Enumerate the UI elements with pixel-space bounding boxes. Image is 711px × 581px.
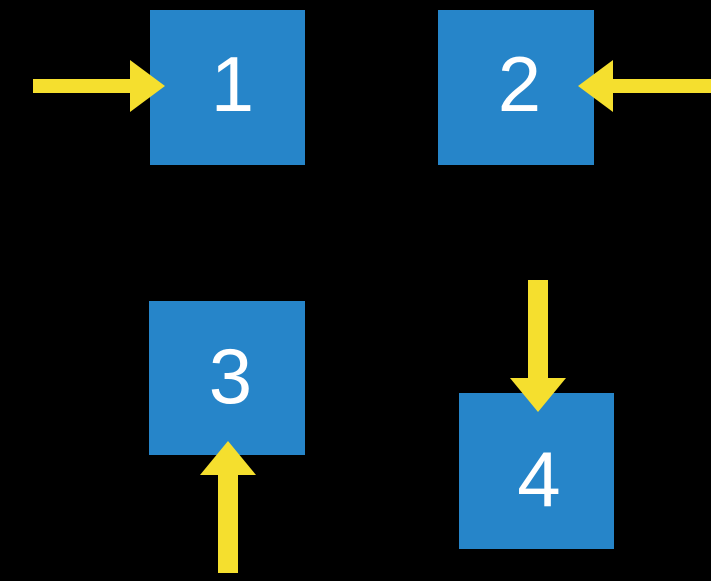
arrow-left-into-node-2 — [578, 60, 711, 112]
block-node-3-label: 3 — [208, 332, 253, 420]
arrow-right-icon — [33, 60, 165, 112]
block-node-3[interactable] — [149, 301, 305, 455]
block-node-2-label: 2 — [497, 40, 542, 128]
arrow-right-into-node-1 — [33, 60, 165, 112]
block-node-2[interactable] — [438, 10, 594, 165]
block-node-1-label: 1 — [210, 40, 255, 128]
block-node-1[interactable] — [150, 10, 305, 165]
block-node-4-label: 4 — [517, 435, 561, 523]
arrow-left-icon — [578, 60, 711, 112]
arrow-up-icon — [200, 441, 256, 573]
arrow-down-into-node-4 — [510, 280, 566, 412]
arrow-down-icon — [510, 280, 566, 412]
block-node-4[interactable] — [459, 393, 614, 549]
arrow-up-into-node-3 — [200, 441, 256, 573]
